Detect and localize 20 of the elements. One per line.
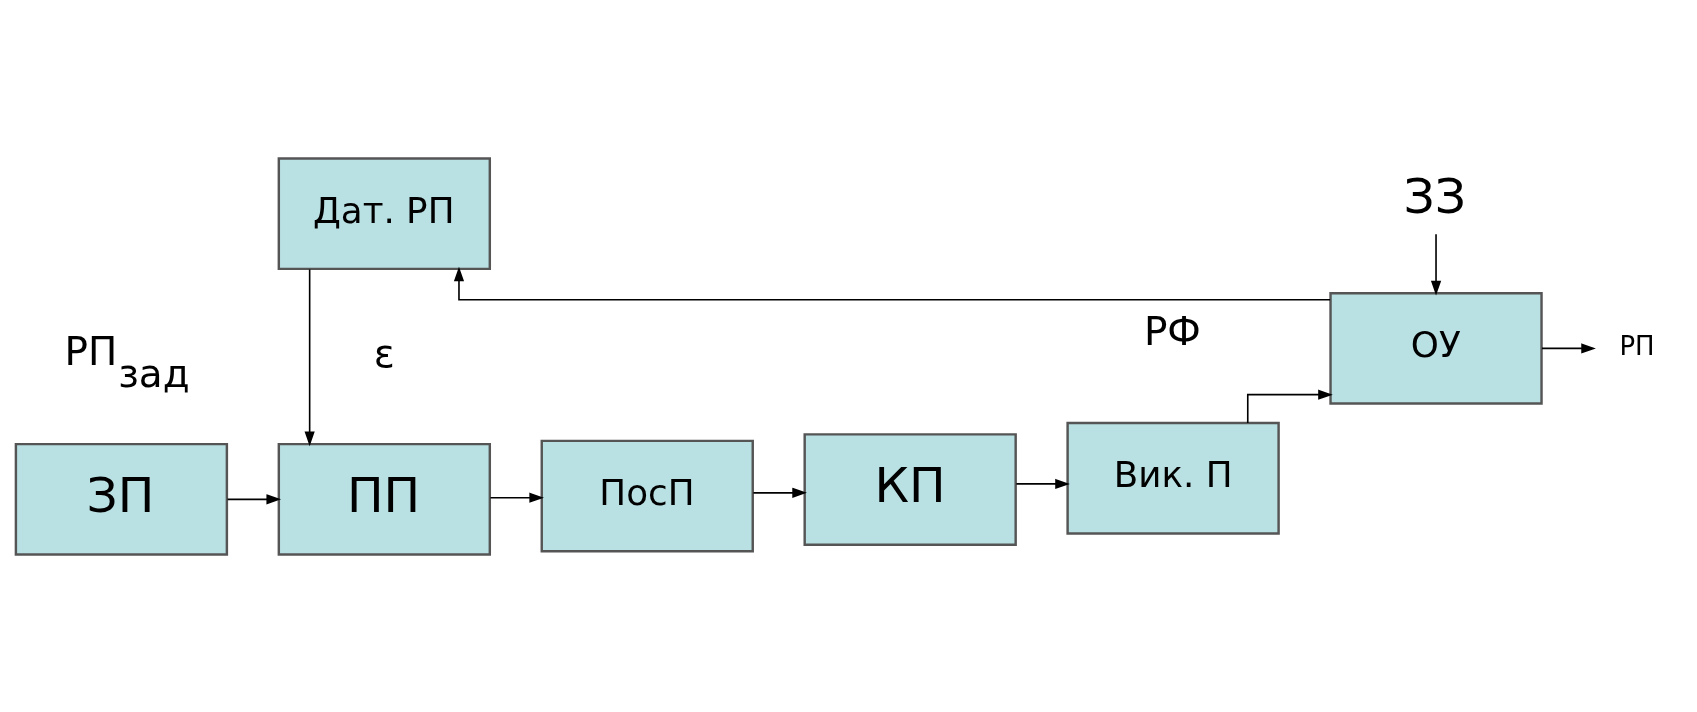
arrow <box>489 492 544 503</box>
node-box: ПосП <box>540 439 754 552</box>
node-text: РП <box>1619 330 1655 361</box>
arrow <box>304 268 315 446</box>
arrow <box>453 266 1331 300</box>
node-box: ЗП <box>14 442 229 556</box>
node-box: КП <box>803 432 1017 546</box>
arrow <box>226 493 282 504</box>
arrow <box>1430 232 1442 295</box>
arrow <box>1246 389 1333 424</box>
label: ε <box>373 330 395 376</box>
arrow <box>1015 478 1070 489</box>
node-box: ПП <box>277 442 492 556</box>
arrow <box>752 487 807 498</box>
node-box: Вик. П <box>1066 421 1280 535</box>
label: РФ <box>1143 308 1201 354</box>
node-box: Дат. РП <box>277 156 492 270</box>
arrow <box>1541 342 1596 353</box>
node-text: ЗЗ <box>1403 167 1467 224</box>
node-box: ОУ <box>1329 291 1543 405</box>
